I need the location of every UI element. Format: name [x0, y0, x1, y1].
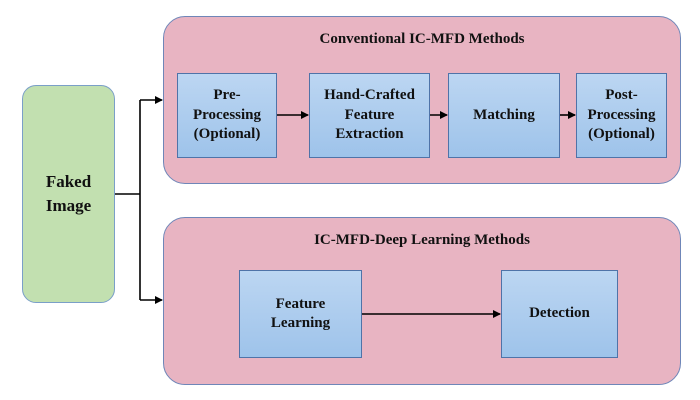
pre-processing-label: Pre- Processing (Optional) — [192, 87, 262, 143]
conventional-methods-title: Conventional IC-MFD Methods — [319, 31, 525, 47]
hand-crafted-feature-extraction-label: Hand-Crafted Feature Extraction — [324, 87, 415, 143]
post-processing-box: Post- Processing (Optional) — [576, 73, 667, 158]
feature-learning-box: Feature Learning — [239, 270, 362, 358]
pre-processing-box: Pre- Processing (Optional) — [177, 73, 277, 158]
post-processing-label: Post- Processing (Optional) — [587, 87, 656, 143]
detection-box: Detection — [501, 270, 618, 358]
deep-learning-methods-title: IC-MFD-Deep Learning Methods — [314, 232, 530, 248]
feature-learning-label: Feature Learning — [270, 295, 331, 332]
detection-label: Detection — [529, 305, 590, 322]
matching-label: Matching — [473, 106, 535, 123]
matching-box: Matching — [448, 73, 560, 158]
faked-image-label: Faked Image — [45, 172, 92, 215]
hand-crafted-feature-extraction-box: Hand-Crafted Feature Extraction — [309, 73, 430, 158]
faked-image-box: Faked Image — [22, 85, 115, 303]
